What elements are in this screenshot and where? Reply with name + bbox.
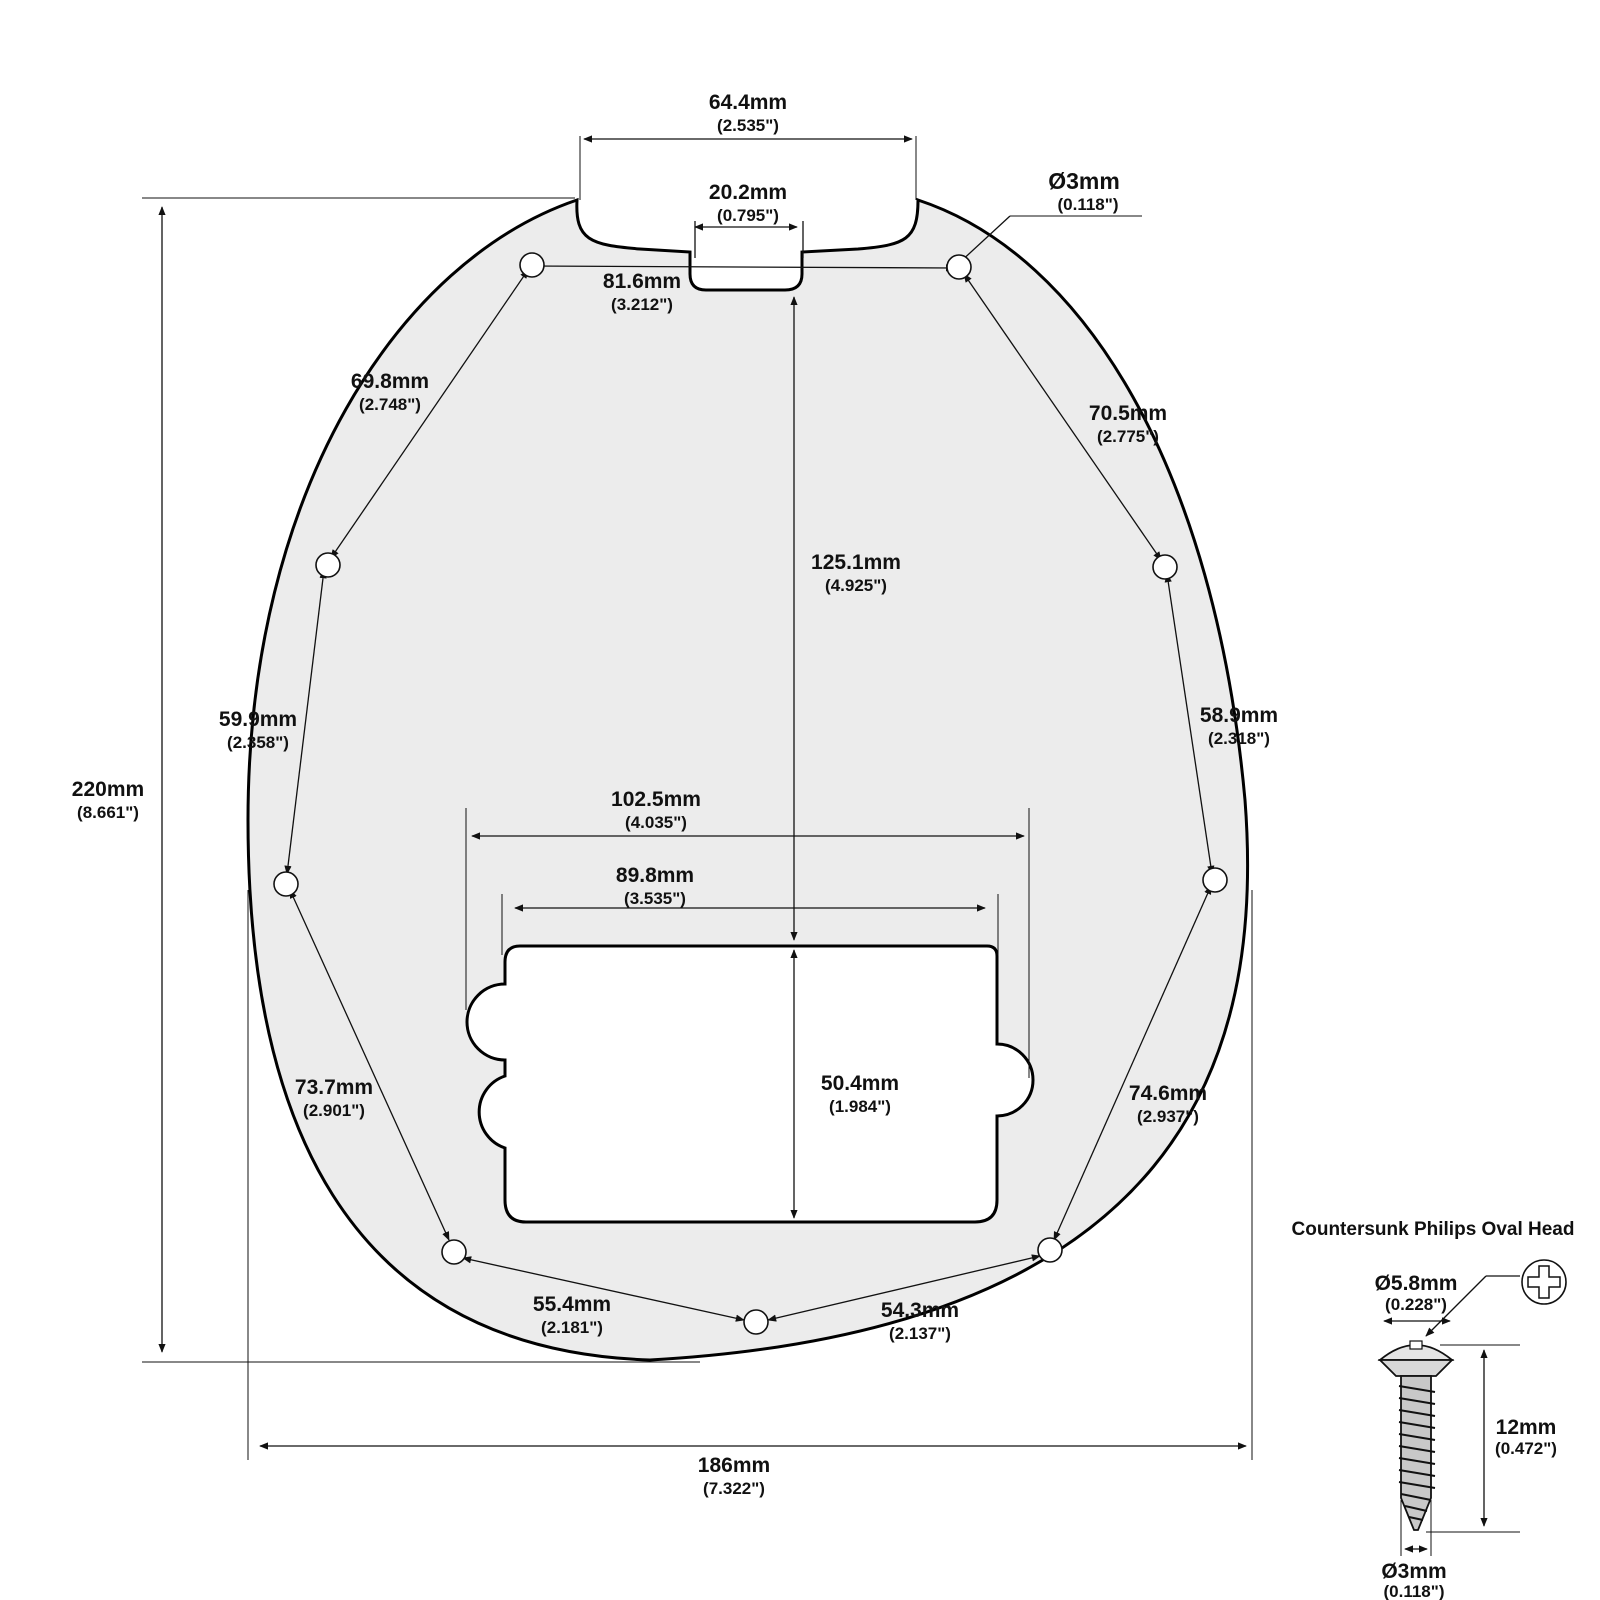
mounting-hole-right-mid <box>1202 867 1228 893</box>
dim-left-lower-mm: 73.7mm <box>295 1076 373 1099</box>
dim-top-width-mm: 64.4mm <box>709 91 787 114</box>
dim-pickup-height-mm: 50.4mm <box>821 1072 899 1095</box>
dim-bottom-left-in: (2.181") <box>541 1318 603 1337</box>
screw-detail: Countersunk Philips Oval Head Ø5.8mm (0.… <box>1292 1219 1575 1600</box>
dim-left-mid-mm: 59.9mm <box>219 708 297 731</box>
dim-right-mid-mm: 58.9mm <box>1200 704 1278 727</box>
dim-hole-diameter-mm: Ø3mm <box>1048 168 1120 194</box>
dim-total-height-mm: 220mm <box>72 778 144 801</box>
dim-pickup-inner-mm: 89.8mm <box>616 864 694 887</box>
dim-pickup-outer-in: (4.035") <box>625 813 687 832</box>
mounting-hole-bottom-left <box>441 1239 467 1265</box>
dim-total-height-in: (8.661") <box>77 803 139 822</box>
dim-left-lower-in: (2.901") <box>303 1101 365 1120</box>
dim-right-mid-in: (2.318") <box>1208 729 1270 748</box>
dim-bottom-right-in: (2.137") <box>889 1324 951 1343</box>
dim-bottom-right-mm: 54.3mm <box>881 1299 959 1322</box>
screw-drawing <box>1377 1340 1455 1531</box>
mounting-hole-bottom <box>743 1309 769 1335</box>
dim-total-width-in: (7.322") <box>703 1479 765 1498</box>
dim-right-lower-in: (2.937") <box>1137 1107 1199 1126</box>
dim-right-upper-in: (2.775") <box>1097 427 1159 446</box>
screw-length-mm: 12mm <box>1496 1416 1557 1439</box>
screw-head-diameter-in: (0.228") <box>1385 1295 1447 1314</box>
dim-left-upper-mm: 69.8mm <box>351 370 429 393</box>
dim-top-holes-mm: 81.6mm <box>603 270 681 293</box>
screw-title: Countersunk Philips Oval Head <box>1292 1219 1575 1240</box>
mounting-hole-bottom-right <box>1037 1237 1063 1263</box>
screw-length-in: (0.472") <box>1495 1439 1557 1458</box>
dim-left-mid-in: (2.358") <box>227 733 289 752</box>
dim-left-upper-in: (2.748") <box>359 395 421 414</box>
dimension-labels: 64.4mm (2.535") 20.2mm (0.795") Ø3mm (0.… <box>72 91 1278 1498</box>
dim-pickup-inner-in: (3.535") <box>624 889 686 908</box>
dim-top-width-in: (2.535") <box>717 116 779 135</box>
dim-notch-width-in: (0.795") <box>717 206 779 225</box>
dim-right-lower-mm: 74.6mm <box>1129 1082 1207 1105</box>
dim-pickup-height-in: (1.984") <box>829 1097 891 1116</box>
mounting-hole-left-upper <box>315 552 341 578</box>
dim-hole-diameter-in: (0.118") <box>1058 195 1119 214</box>
screw-shank-diameter-in: (0.118") <box>1384 1582 1445 1600</box>
dim-notch-to-pickup-in: (4.925") <box>825 576 887 595</box>
dim-total-width-mm: 186mm <box>698 1454 770 1477</box>
dim-notch-width-mm: 20.2mm <box>709 181 787 204</box>
extension-lines <box>142 136 1253 1460</box>
dim-bottom-left-mm: 55.4mm <box>533 1293 611 1316</box>
mounting-hole-right-upper <box>1152 554 1178 580</box>
dimension-lines <box>158 135 1247 1450</box>
mounting-hole-left-mid <box>273 871 299 897</box>
dim-top-holes-in: (3.212") <box>611 295 673 314</box>
dim-right-upper-mm: 70.5mm <box>1089 402 1167 425</box>
dim-pickup-outer-mm: 102.5mm <box>611 788 701 811</box>
phillips-head-icon <box>1521 1259 1567 1305</box>
mounting-holes <box>273 252 1228 1335</box>
screw-shank-diameter-mm: Ø3mm <box>1381 1560 1446 1583</box>
dim-notch-to-pickup-mm: 125.1mm <box>811 551 901 574</box>
mounting-hole-top-left <box>519 252 545 278</box>
mounting-hole-top-right <box>946 254 972 280</box>
screw-head-diameter-mm: Ø5.8mm <box>1375 1272 1458 1295</box>
